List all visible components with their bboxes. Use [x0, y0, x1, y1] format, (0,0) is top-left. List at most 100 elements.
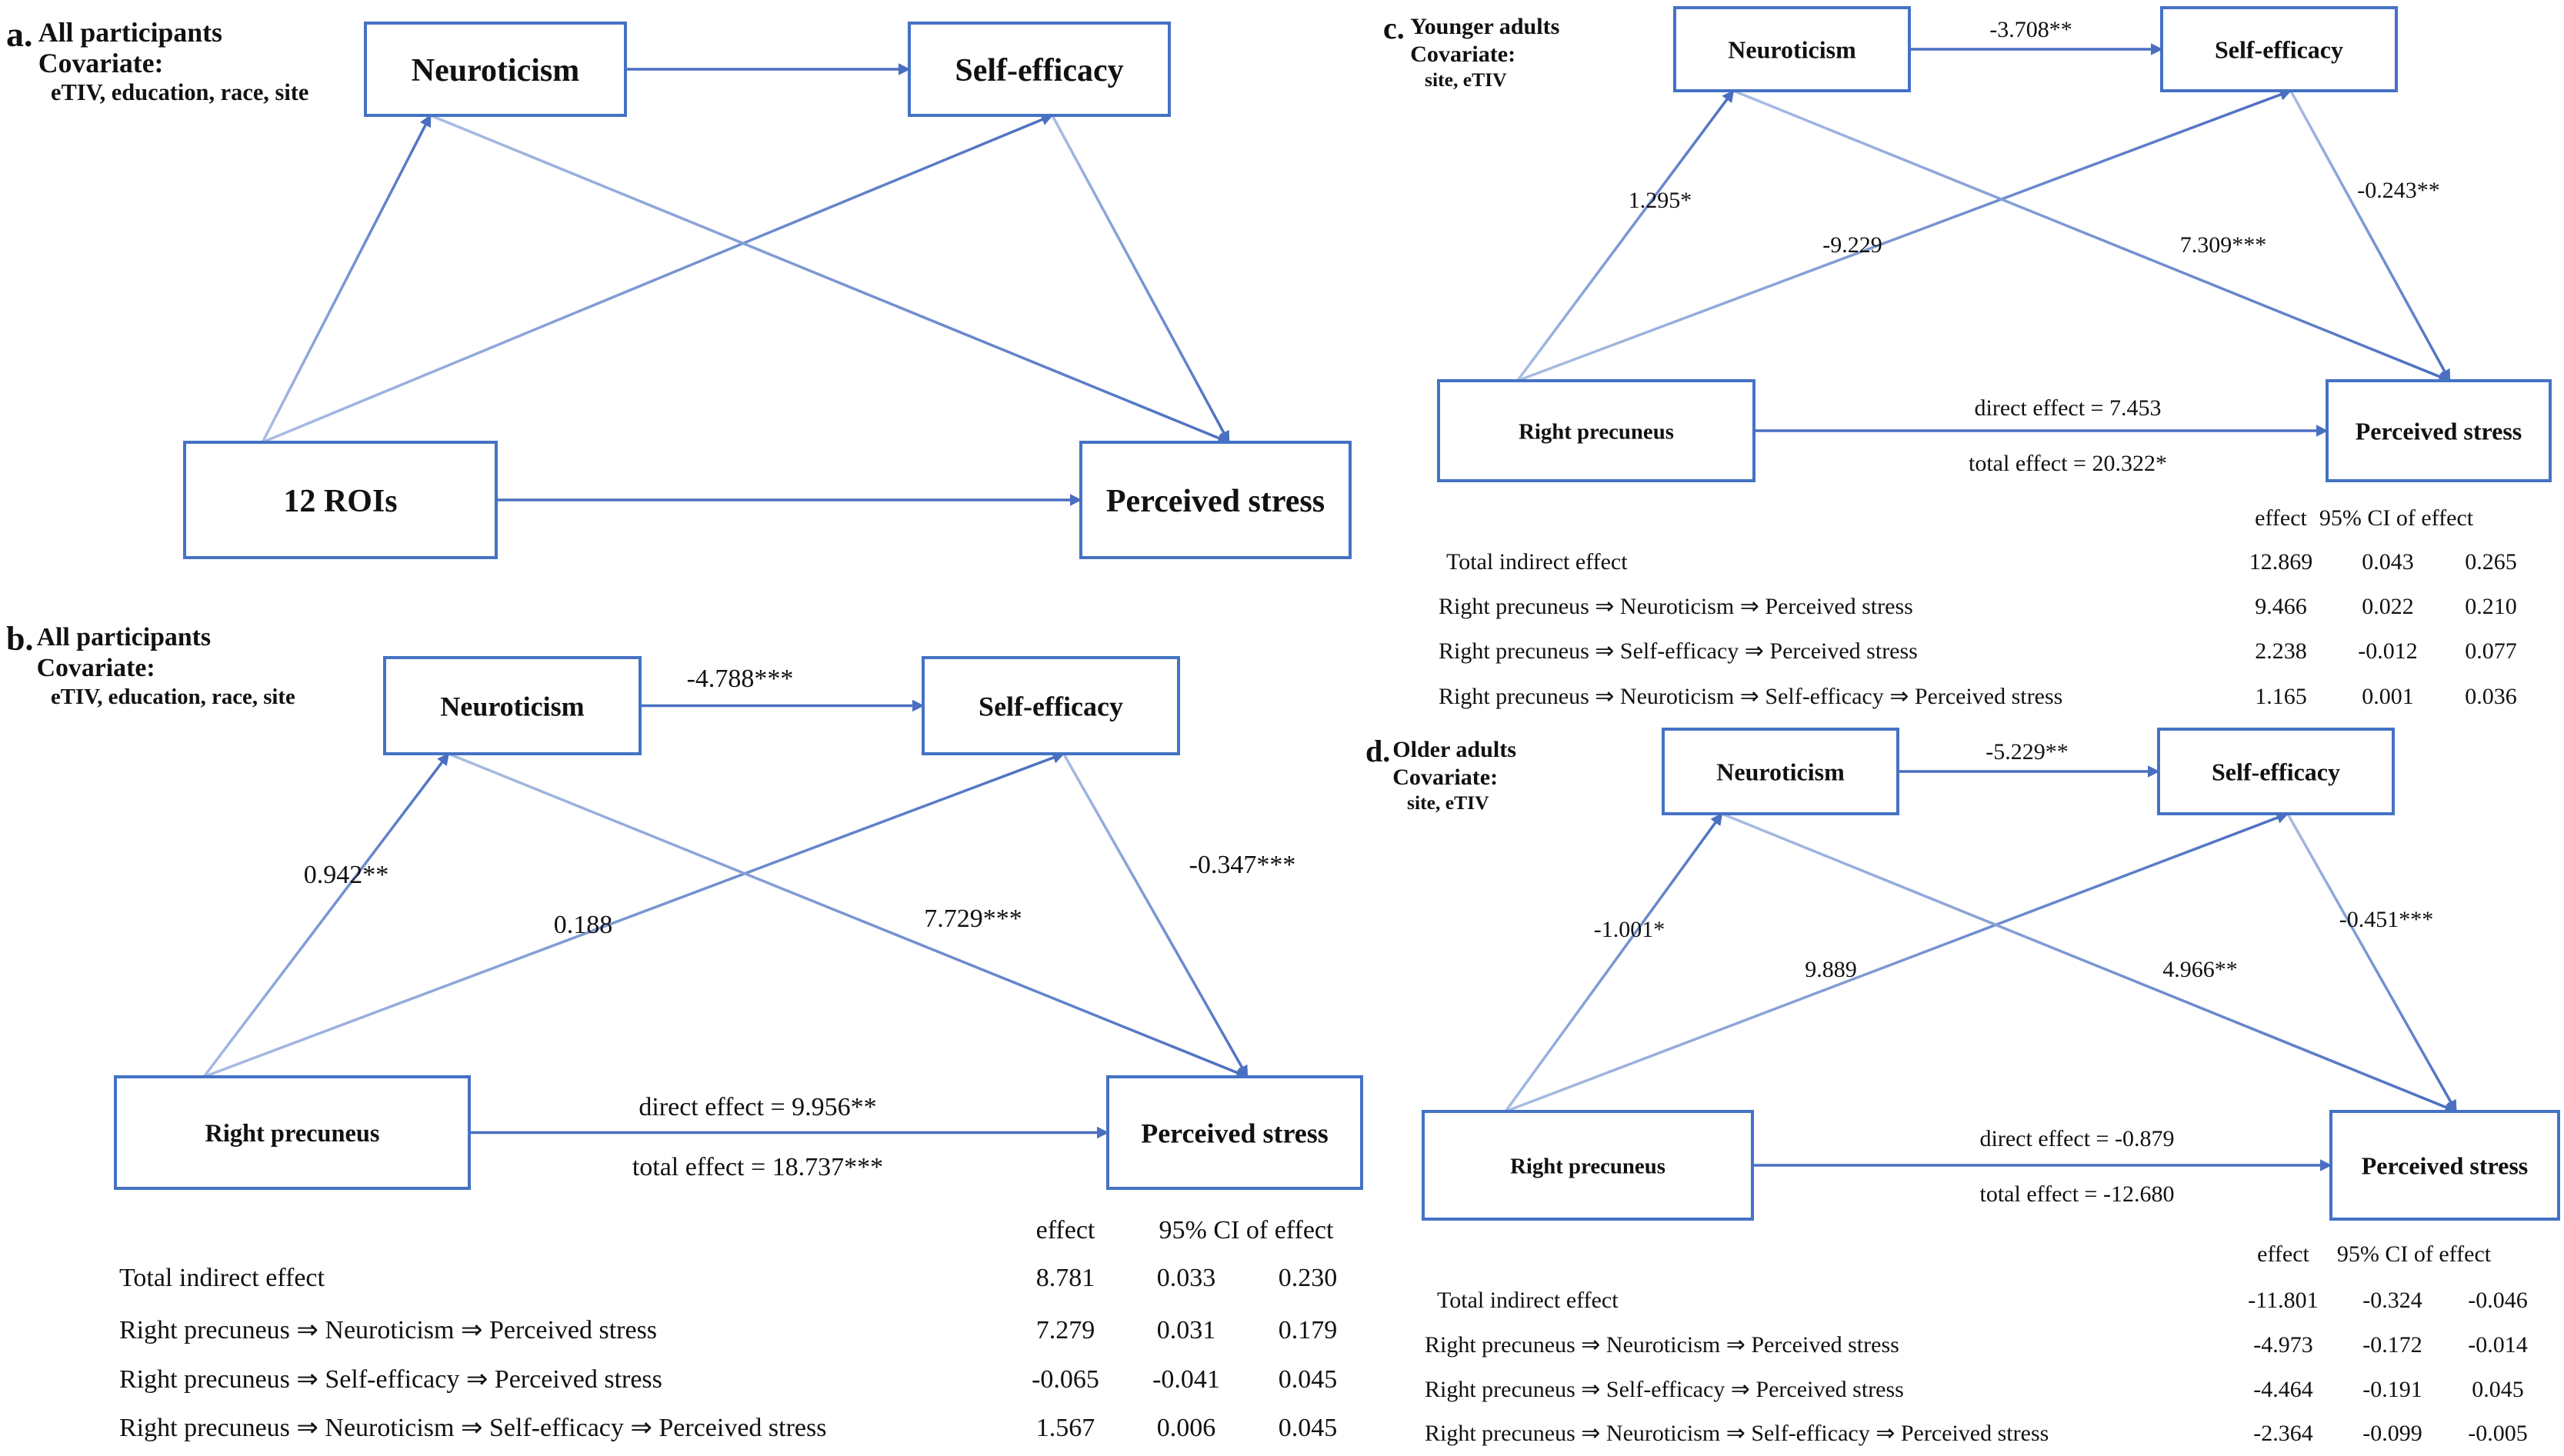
direct-effect: direct effect = -0.879 — [1980, 1126, 2175, 1151]
edge-x-m2 — [1505, 811, 2289, 1113]
node-predictor-box — [183, 441, 498, 559]
row-effect: 1.567 — [1036, 1414, 1095, 1442]
node-neuroticism-label: Neuroticism — [412, 53, 580, 88]
row-ci-high: 0.230 — [1279, 1264, 1338, 1292]
node-perceived-stress-label: Perceived stress — [1106, 484, 1325, 519]
row-label: Right precuneus ⇒ Neuroticism ⇒ Self-eff… — [119, 1414, 826, 1442]
node-perceived-stress-box — [1106, 1075, 1363, 1190]
covariate-label: Covariate: — [38, 48, 164, 78]
row-ci-low: 0.031 — [1157, 1316, 1216, 1344]
node-neuroticism-label: Neuroticism — [1716, 758, 1845, 786]
edge-m1-y — [1732, 89, 2451, 382]
edge-m2-y — [2289, 90, 2452, 382]
coef-x-m1: 0.942** — [304, 861, 389, 889]
node-perceived-stress-label: Perceived stress — [2362, 1152, 2529, 1180]
row-ci-low: -0.099 — [2362, 1421, 2422, 1446]
row-effect: -4.464 — [2253, 1377, 2313, 1402]
group-label: Older adults — [1392, 736, 1516, 762]
node-self-efficacy-label: Self-efficacy — [979, 691, 1123, 721]
coef-x-m2: 0.188 — [554, 911, 613, 939]
table-row: Right precuneus ⇒ Self-efficacy ⇒ Percei… — [119, 1365, 1337, 1394]
table-row: Right precuneus ⇒ Neuroticism ⇒ Self-eff… — [1425, 1421, 2528, 1446]
covariates-list: eTIV, education, race, site — [51, 685, 295, 709]
row-ci-high: 0.045 — [1279, 1365, 1338, 1394]
node-neuroticism-label: Neuroticism — [440, 691, 584, 721]
covariate-label: Covariate: — [1392, 764, 1498, 790]
row-label: Right precuneus ⇒ Neuroticism ⇒ Perceive… — [1425, 1332, 1899, 1358]
row-ci-low: 0.043 — [2362, 549, 2414, 575]
panel-letter: c. — [1383, 11, 1405, 45]
row-ci-high: 0.045 — [1279, 1414, 1338, 1442]
total-effect: total effect = 20.322* — [1969, 451, 2167, 476]
panel-letter: d. — [1365, 734, 1390, 768]
edge-m2-y — [1051, 115, 1231, 444]
node-self-efficacy-box — [922, 656, 1180, 755]
covariate-label: Covariate: — [37, 654, 155, 682]
coef-m1-m2: -5.229** — [1986, 739, 2069, 765]
row-ci-high: 0.077 — [2465, 638, 2517, 664]
row-label: Total indirect effect — [1446, 549, 1628, 575]
group-label: Younger adults — [1410, 13, 1559, 39]
row-ci-high: -0.046 — [2468, 1288, 2528, 1313]
row-ci-low: -0.012 — [2358, 638, 2418, 664]
node-perceived-stress-box — [2326, 379, 2552, 482]
node-predictor-label: Right precuneus — [205, 1120, 379, 1148]
edge-x-m2 — [203, 751, 1065, 1078]
panel-letter: a. — [6, 15, 33, 54]
row-ci-low: 0.006 — [1157, 1414, 1216, 1442]
edge-x-m1 — [1504, 812, 1723, 1113]
row-label: Total indirect effect — [1437, 1288, 1619, 1313]
row-ci-high: 0.036 — [2465, 684, 2517, 709]
table-header-ci: 95% CI of effect — [2319, 505, 2474, 531]
covariates-list: site, eTIV — [1407, 791, 1489, 814]
group-label: All participants — [38, 17, 222, 48]
table-header-effect: effect — [2257, 1241, 2309, 1267]
row-label: Right precuneus ⇒ Self-efficacy ⇒ Percei… — [1439, 638, 1918, 664]
table-row: Right precuneus ⇒ Neuroticism ⇒ Perceive… — [1425, 1332, 2528, 1358]
row-effect: 7.279 — [1036, 1316, 1095, 1344]
row-ci-low: -0.324 — [2362, 1288, 2422, 1313]
node-self-efficacy-box — [2157, 728, 2395, 815]
row-ci-high: -0.014 — [2468, 1332, 2528, 1358]
row-ci-high: 0.210 — [2465, 594, 2517, 619]
row-effect: 12.869 — [2249, 549, 2313, 575]
row-label: Right precuneus ⇒ Neuroticism ⇒ Perceive… — [119, 1316, 657, 1344]
edge-x-m1 — [202, 752, 450, 1078]
direct-effect: direct effect = 7.453 — [1975, 395, 2162, 421]
node-predictor-label: Right precuneus — [1519, 419, 1674, 444]
node-neuroticism-box — [383, 656, 642, 755]
row-effect: 1.165 — [2255, 684, 2307, 709]
node-neuroticism-label: Neuroticism — [1728, 36, 1856, 64]
direct-effect: direct effect = 9.956** — [638, 1093, 876, 1121]
node-self-efficacy-label: Self-efficacy — [2212, 758, 2340, 786]
table-header-ci: 95% CI of effect — [2337, 1241, 2492, 1267]
row-ci-high: 0.179 — [1279, 1316, 1338, 1344]
node-self-efficacy-box — [2160, 6, 2398, 92]
row-effect: -4.973 — [2253, 1332, 2313, 1358]
coef-x-m2: -9.229 — [1822, 232, 1882, 258]
coef-m1-m2: -3.708** — [1989, 17, 2072, 42]
table-row: Right precuneus ⇒ Neuroticism ⇒ Self-eff… — [1439, 684, 2517, 709]
covariate-label: Covariate: — [1410, 41, 1515, 67]
coef-x-m2: 9.889 — [1805, 957, 1857, 982]
node-predictor-label: Right precuneus — [1510, 1154, 1665, 1178]
node-perceived-stress-box — [1079, 441, 1352, 559]
row-effect: -2.364 — [2253, 1421, 2313, 1446]
covariates-list: site, eTIV — [1425, 68, 1507, 91]
row-effect: 8.781 — [1036, 1264, 1095, 1292]
node-neuroticism-box — [364, 22, 627, 117]
row-ci-low: -0.041 — [1152, 1365, 1220, 1394]
row-ci-high: 0.045 — [2472, 1377, 2524, 1402]
node-self-efficacy-label: Self-efficacy — [2215, 36, 2343, 64]
coef-m1-y: 4.966** — [2162, 957, 2238, 982]
total-effect: total effect = 18.737*** — [632, 1153, 883, 1181]
node-self-efficacy-label: Self-efficacy — [955, 53, 1123, 88]
node-predictor-box — [114, 1075, 471, 1190]
node-predictor-box — [1437, 379, 1755, 482]
node-perceived-stress-label: Perceived stress — [1141, 1118, 1329, 1148]
